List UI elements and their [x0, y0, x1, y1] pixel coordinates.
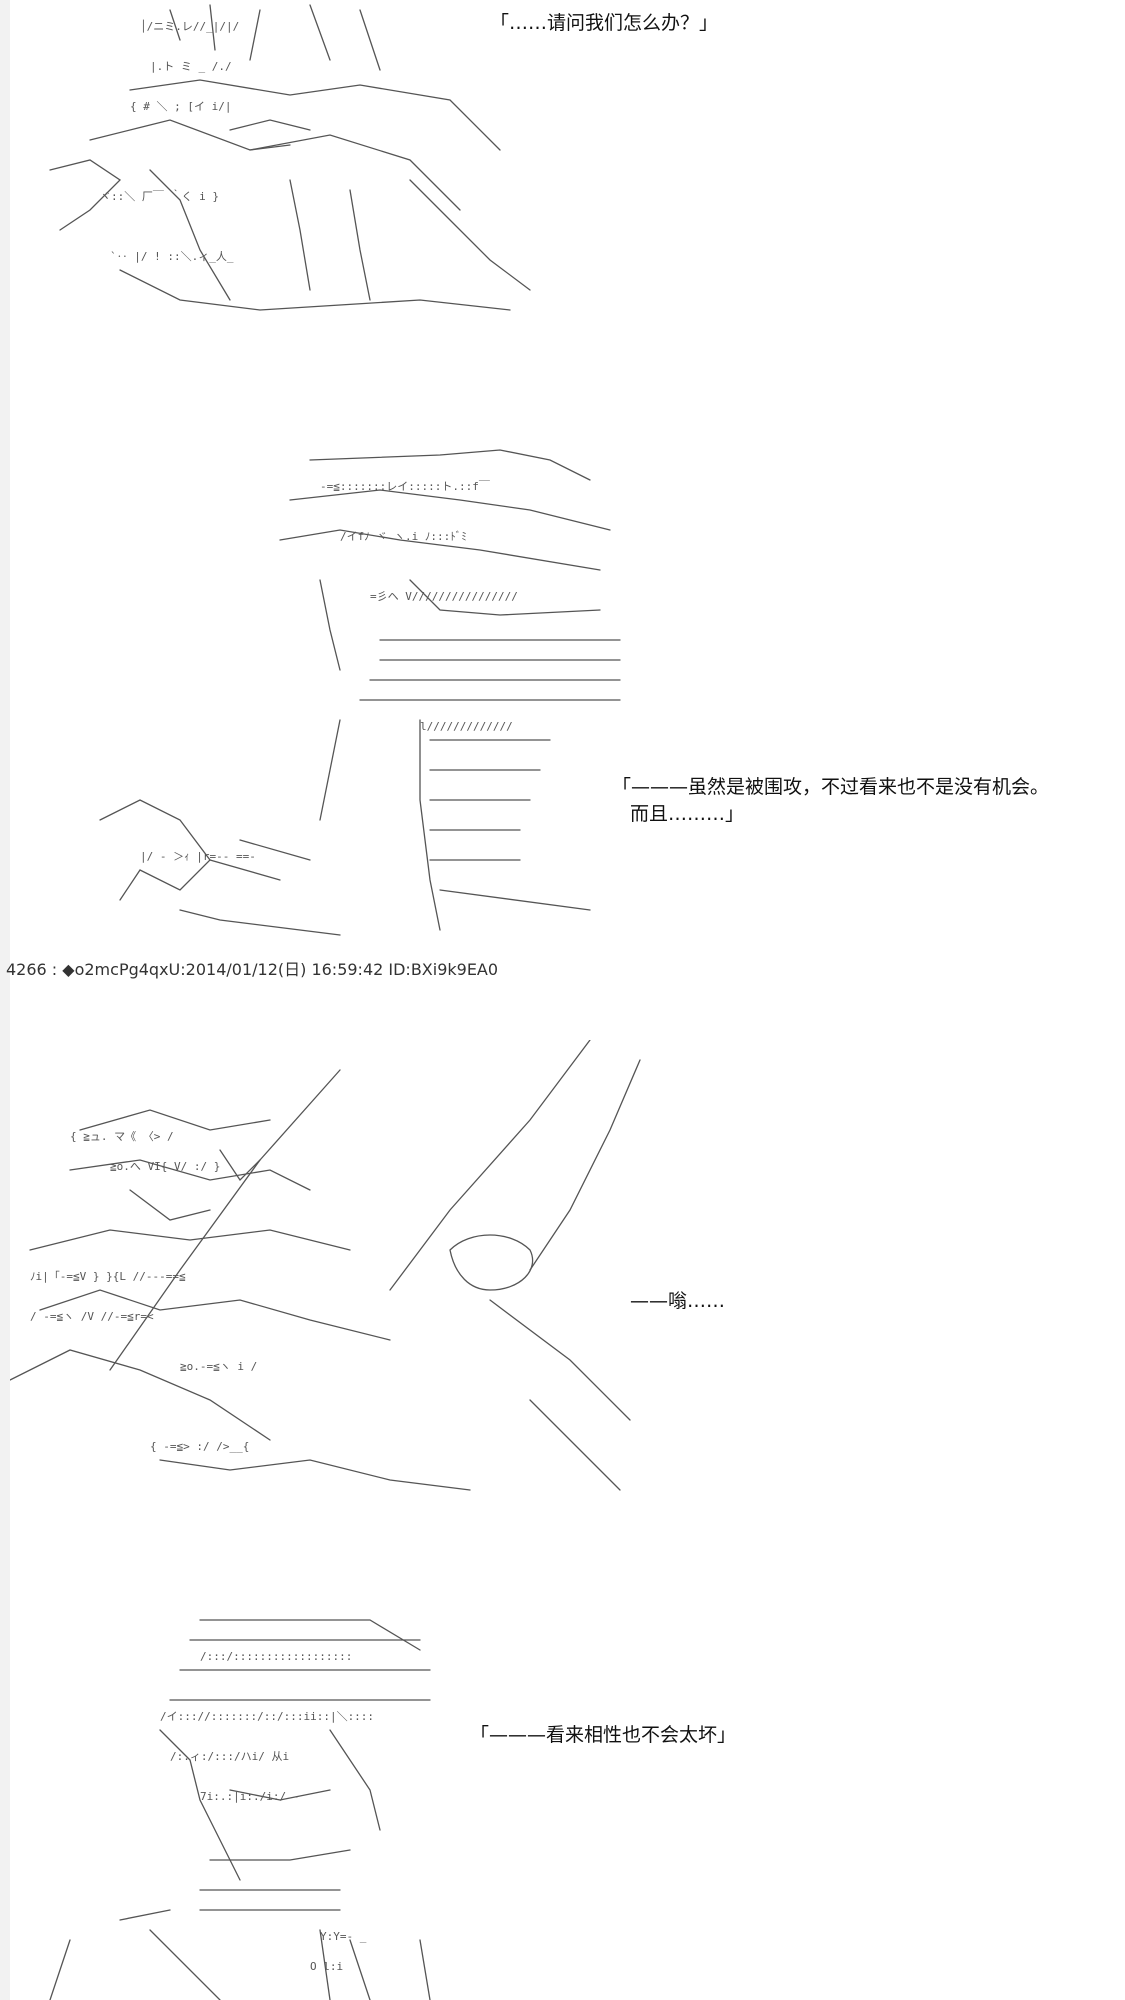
svg-text:│/ニミ.レ//_|/|/: │/ニミ.レ//_|/|/	[140, 19, 239, 33]
ascii-art-figure-closeup: /:::/:::::::::::::::::: /イ::://:::::::/:…	[30, 1610, 460, 2000]
svg-text:/イ::://:::::::/::/:::ii::|＼:::: /イ::://:::::::/::/:::ii::|＼::::	[160, 1710, 374, 1723]
svg-text:ﾉi|「-=≦V } }{L //---==≦: ﾉi|「-=≦V } }{L //---==≦	[30, 1270, 186, 1283]
dialogue-line: 「———虽然是被围攻，不过看来也不是没有机会。	[612, 776, 1050, 798]
dialogue-line: ——嗡……	[630, 1290, 726, 1312]
panel-4: /:::/:::::::::::::::::: /イ::://:::::::/:…	[0, 1610, 1125, 2000]
dialogue-line: 「———看来相性也不会太坏」	[470, 1724, 737, 1746]
svg-text:/イfﾉ ヾ ヽ.i ﾉ:::ﾄﾞﾐ: /イfﾉ ヾ ヽ.i ﾉ:::ﾄﾞﾐ	[340, 530, 467, 543]
svg-text:{ ≧ュ. マ《 〈> /: { ≧ュ. マ《 〈> /	[70, 1130, 174, 1143]
svg-text:|.ト ミ _ /./: |.ト ミ _ /./	[150, 60, 232, 73]
svg-text:{ # ＼ ; [イ i/|: { # ＼ ; [イ i/|	[130, 100, 231, 113]
svg-text:≧o.-=≦ヽ i /: ≧o.-=≦ヽ i /	[180, 1360, 257, 1373]
panel-1: │/ニミ.レ//_|/|/ |.ト ミ _ /./ { # ＼ ; [イ i/|…	[0, 0, 1125, 330]
panel-3: { ≧ュ. マ《 〈> / ≧o.へ VI{ V/ :/ } ﾉi|「-=≦V …	[0, 1040, 1125, 1520]
dialogue-line: 而且………」	[630, 803, 745, 825]
page-margin-strip	[0, 0, 10, 2000]
svg-text:|/ - ＞ｨ |r=-- ==-: |/ - ＞ｨ |r=-- ==-	[140, 850, 256, 863]
ascii-art-figure-group: │/ニミ.レ//_|/|/ |.ト ミ _ /./ { # ＼ ; [イ i/|…	[30, 0, 550, 320]
svg-text:-=≦:::::::レイ:::::ト.::f￣: -=≦:::::::レイ:::::ト.::f￣	[320, 479, 490, 493]
ascii-art-drawing: │/ニミ.レ//_|/|/ |.ト ミ _ /./ { # ＼ ; [イ i/|…	[49, 4, 531, 311]
ascii-art-drawing: /:::/:::::::::::::::::: /イ::://:::::::/:…	[49, 1619, 431, 2000]
svg-text:`‥ |/ ! ::＼.ィ_人_: `‥ |/ ! ::＼.ィ_人_	[110, 250, 234, 263]
svg-text:/:::/::::::::::::::::::: /:::/::::::::::::::::::	[200, 1650, 352, 1663]
svg-text:/:.ィ:/:::/ハi/ 从i: /:.ィ:/:::/ハi/ 从i	[170, 1750, 289, 1763]
svg-text:7i:.:|i:./i:/ -: 7i:.:|i:./i:/ -	[200, 1790, 299, 1803]
ascii-art-figure-attacked: -=≦:::::::レイ:::::ト.::f￣ /イfﾉ ヾ ヽ.i ﾉ:::ﾄ…	[80, 440, 700, 940]
ascii-art-battle-scene: { ≧ュ. マ《 〈> / ≧o.へ VI{ V/ :/ } ﾉi|「-=≦V …	[10, 1040, 660, 1510]
svg-text:=彡ヘ V////////////////: =彡ヘ V////////////////	[370, 590, 518, 603]
svg-text:≧o.へ VI{ V/ :/ }: ≧o.へ VI{ V/ :/ }	[110, 1160, 220, 1173]
ascii-art-drawing: -=≦:::::::レイ:::::ト.::f￣ /イfﾉ ヾ ヽ.i ﾉ:::ﾄ…	[99, 449, 621, 936]
svg-text:ヾ::＼ 厂￣ ｀く i }: ヾ::＼ 厂￣ ｀く i }	[100, 188, 219, 203]
svg-text:l/////////////: l/////////////	[420, 720, 513, 733]
svg-text:Y:Y=- _: Y:Y=- _	[320, 1930, 367, 1943]
svg-text:/ -=≦ヽ /V //-=≦r=<: / -=≦ヽ /V //-=≦r=<	[30, 1310, 154, 1323]
ascii-art-drawing: { ≧ュ. マ《 〈> / ≧o.へ VI{ V/ :/ } ﾉi|「-=≦V …	[10, 1040, 641, 1491]
dialogue-line: 「……请问我们怎么办？」	[490, 12, 719, 34]
panel-2: -=≦:::::::レイ:::::ト.::f￣ /イfﾉ ヾ ヽ.i ﾉ:::ﾄ…	[0, 440, 1125, 940]
svg-text:{ -=≦> :/ />__{: { -=≦> :/ />__{	[150, 1440, 249, 1453]
svg-text:O l:i: O l:i	[310, 1960, 343, 1973]
post-header: 4266 : ◆o2mcPg4qxU:2014/01/12(日) 16:59:4…	[6, 960, 499, 979]
